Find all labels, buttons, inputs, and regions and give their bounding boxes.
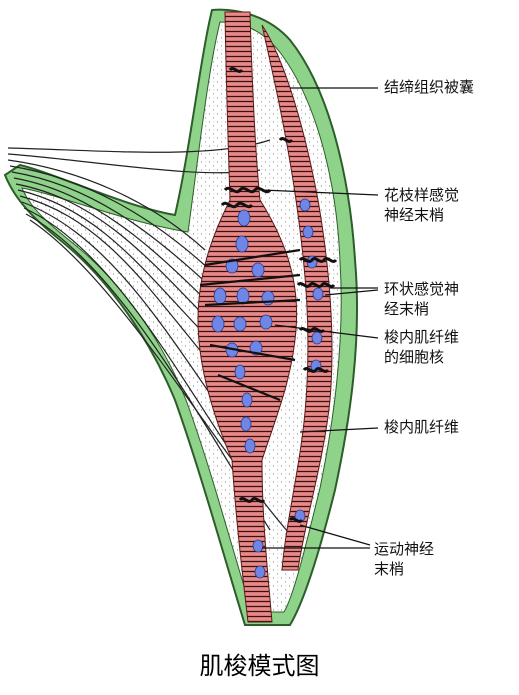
leader-lines [261, 87, 379, 549]
intrafusal-fiber-left [197, 11, 298, 623]
label-flower-spray-line2: 神经末梢 [384, 206, 445, 224]
figure-caption: 肌梭模式图 [199, 652, 320, 680]
label-flower-spray-line1: 花枝样感觉 [384, 186, 460, 204]
label-annulospiral-line1: 环状感觉神 [384, 280, 460, 298]
label-nuclei-line2: 的细胞核 [384, 348, 445, 366]
label-motor-line2: 末梢 [374, 560, 405, 578]
label-nuclei-line1: 梭内肌纤维 [384, 328, 460, 346]
label-intrafusal: 梭内肌纤维 [384, 418, 460, 436]
label-annulospiral-line2: 经末梢 [384, 300, 430, 318]
label-motor-line1: 运动神经 [374, 540, 435, 558]
intrafusal-fiber-right [261, 24, 333, 571]
label-capsule: 结缔组织被囊 [384, 78, 475, 96]
spiral-wraps [199, 248, 301, 402]
